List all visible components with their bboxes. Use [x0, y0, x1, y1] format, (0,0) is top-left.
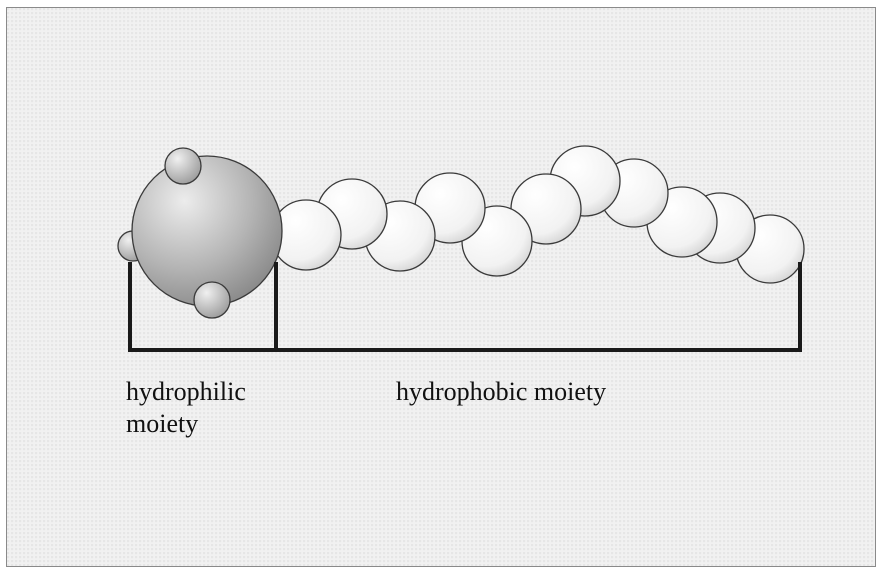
hydrophilic-moiety-label: hydrophilic moiety: [126, 376, 246, 440]
hydrophobic-bracket: [276, 262, 800, 350]
hydrophilic-label-line2: moiety: [126, 408, 246, 440]
head-bottom-bead: [194, 282, 230, 318]
head-top-bead: [165, 148, 201, 184]
hydrophilic-head: [118, 148, 282, 318]
hydrophilic-label-line1: hydrophilic: [126, 376, 246, 408]
hydrophobic-tail: [271, 146, 804, 283]
hydrophobic-moiety-label: hydrophobic moiety: [396, 376, 606, 408]
